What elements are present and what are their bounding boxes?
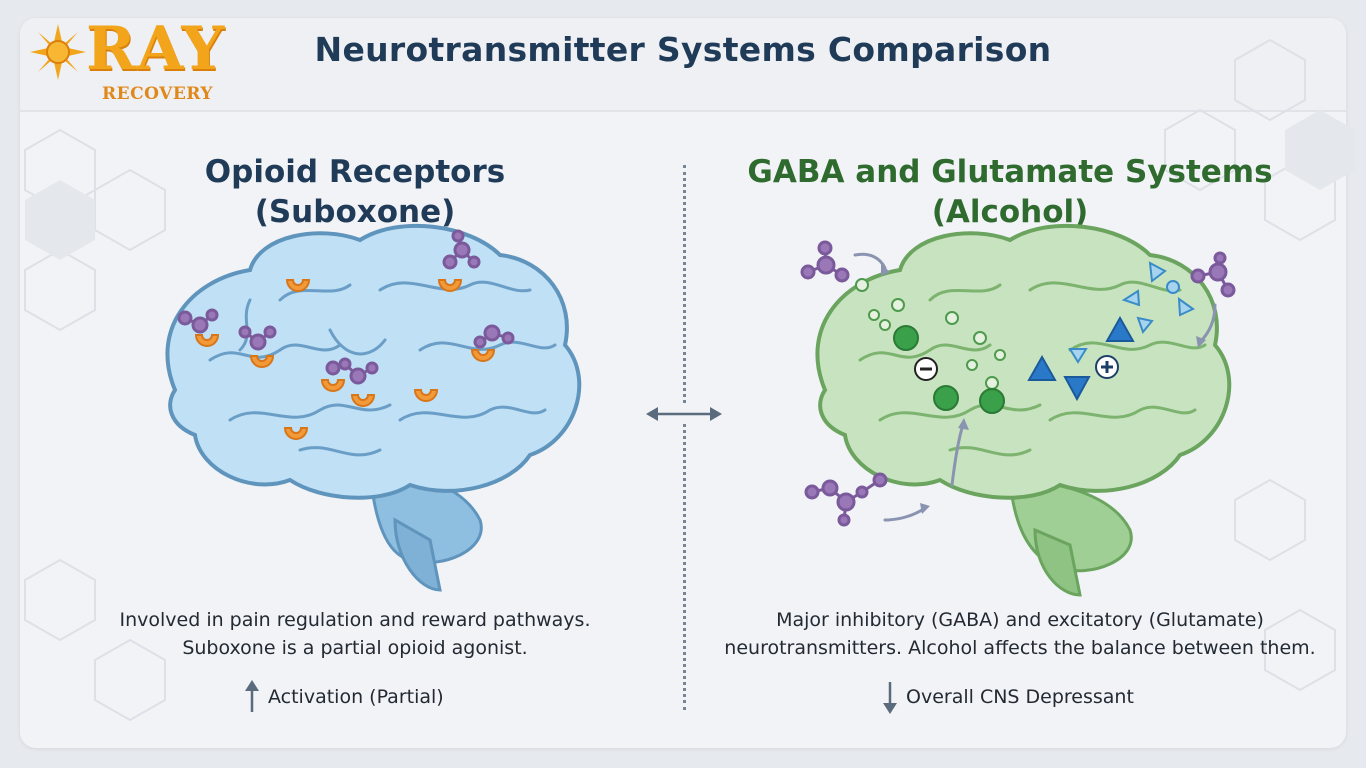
right-title-line1: GABA and Glutamate Systems [747,154,1273,190]
gaba-vesicles [855,278,1006,390]
glutamate-vesicles [1068,261,1195,364]
panel-divider [683,165,686,710]
right-panel-title: GABA and Glutamate Systems (Alcohol) [740,152,1280,232]
left-desc-line2: Suboxone is a partial opioid agonist. [182,637,528,659]
left-desc-line1: Involved in pain regulation and reward p… [119,609,591,631]
arrowheads [881,264,1206,514]
sun-icon [30,24,86,80]
page-title: Neurotransmitter Systems Comparison [314,30,1052,69]
left-description: Involved in pain regulation and reward p… [90,606,620,662]
brain-stem [1033,527,1082,597]
cerebrum [815,223,1232,500]
arrow-down-icon [883,682,897,714]
right-effect-label: Overall CNS Depressant [906,686,1134,708]
left-panel-title: Opioid Receptors (Suboxone) [130,152,580,232]
brain-stem [393,517,442,592]
alcohol-molecules [800,240,1236,527]
opioid-receptors [194,279,496,440]
logo-brand-text: RAY [86,14,226,84]
right-effect: Overall CNS Depressant [882,680,1134,714]
minus-icon [914,357,938,381]
brain-folds [858,280,1207,457]
ray-recovery-logo: RAY RECOVERY [30,14,260,108]
glutamate-receptors [1027,315,1135,402]
brain-folds [208,280,557,457]
opioid-molecules [177,229,515,385]
left-effect: Activation (Partial) [244,680,444,714]
right-desc-line2: neurotransmitters. Alcohol affects the b… [724,637,1316,659]
left-effect-label: Activation (Partial) [268,686,444,708]
right-desc-line1: Major inhibitory (GABA) and excitatory (… [776,609,1264,631]
gaba-receptors [893,325,1005,414]
header-bar [20,18,1346,112]
plus-icon [1095,355,1119,379]
left-title-line1: Opioid Receptors [204,154,506,190]
right-description: Major inhibitory (GABA) and excitatory (… [700,606,1340,662]
arrow-up-icon [245,680,259,712]
logo-sub-text: RECOVERY [102,84,214,104]
